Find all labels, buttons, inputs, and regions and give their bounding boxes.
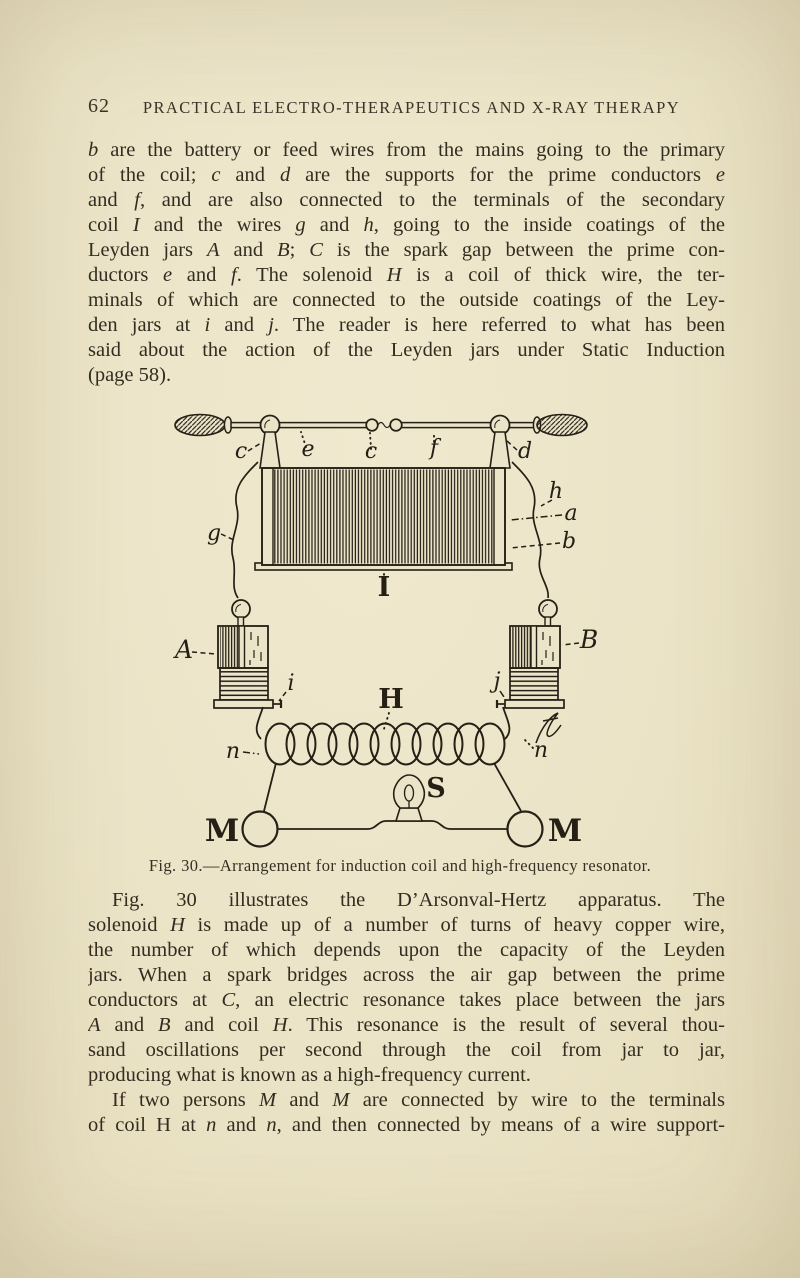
label-prime-conductor-left: e [301, 437, 314, 462]
label-person-M-left: M [205, 813, 239, 849]
label-terminal-j: j [489, 669, 501, 694]
label-wire-g: g [207, 521, 221, 546]
jar-B-ball [538, 599, 558, 619]
jar-A-coating [219, 667, 269, 701]
text-line: sand oscillations per second through the… [88, 1039, 725, 1061]
text-line: (page 58). [88, 364, 172, 386]
text-line: Fig. 30 illustrates the D’Arsonval-Hertz… [112, 889, 725, 911]
text-line: ductors e and f. The solenoid H is a coi… [88, 264, 725, 286]
label-spark-gap: c [365, 439, 377, 464]
text-line: A and B and coil H. This resonance is th… [88, 1014, 725, 1036]
text-line: b are the battery or feed wires from the… [88, 139, 725, 161]
leyden-jar-A [213, 599, 283, 709]
spark-squiggle [377, 421, 391, 429]
label-coil-end-n-left: n [226, 739, 240, 764]
paragraph-1: b are the battery or feed wires from the… [88, 138, 725, 388]
solenoid-H [255, 706, 511, 766]
rod-right [397, 421, 535, 429]
label-feed-wire-b: b [562, 529, 576, 554]
text-line: coil I and the wires g and h, going to t… [88, 214, 725, 236]
handle-right [536, 413, 588, 437]
coil-windings [274, 469, 493, 564]
label-jar-B: B [579, 625, 598, 654]
label-secondary-coil: I [378, 572, 391, 603]
page-number: 62 [88, 95, 110, 117]
label-wire-h: h [549, 479, 563, 504]
label-leaders [191, 431, 580, 755]
jar-A-ball [231, 599, 251, 619]
label-support-right: d [518, 439, 532, 464]
label-lamp-S: S [426, 773, 446, 804]
text-line: said about the action of the Leyden jars… [88, 339, 725, 361]
label-solenoid-H: H [378, 684, 404, 715]
support-post-left [259, 431, 281, 469]
text-line: jars. When a spark bridges across the ai… [88, 964, 725, 986]
label-jar-A: A [173, 635, 193, 664]
jar-B-coating [509, 667, 559, 701]
rod-left [230, 421, 371, 429]
lamp-base [394, 807, 424, 822]
text-line: den jars at i and j. The reader is here … [88, 314, 725, 336]
label-person-M-right: M [548, 813, 582, 849]
induction-coil [254, 467, 513, 571]
illustrator-monogram [535, 712, 562, 744]
person-circle-right [506, 810, 544, 848]
figure-labels: c e c f d g h a b I A B i j H n n M M S [173, 436, 598, 849]
text-line: minals of which are connected to the out… [88, 289, 725, 311]
jar-A-base [213, 699, 274, 709]
person-circle-left [241, 810, 279, 848]
page-header: 62 PRACTICAL ELECTRO-THERAPEUTICS AND X-… [88, 95, 725, 119]
jar-B-base [504, 699, 565, 709]
lamp-bulb [392, 774, 426, 809]
label-feed-wire-a: a [564, 501, 577, 526]
label-terminal-i: i [287, 671, 294, 696]
support-post-right [489, 431, 511, 469]
label-support-left: c [235, 439, 247, 464]
text-line: Leyden jars A and B; C is the spark gap … [88, 239, 725, 261]
text-line: of the coil; c and d are the supports fo… [88, 164, 725, 186]
label-prime-conductor-right: f [428, 436, 442, 461]
text-line: and f, and are also connected to the ter… [88, 189, 725, 211]
lamp [392, 774, 426, 822]
connecting-wire [278, 820, 507, 830]
label-coil-end-n-right: n [534, 738, 548, 763]
handle-left [174, 413, 226, 437]
wire-g [231, 461, 259, 599]
text-line: If two persons M and M are connected by … [112, 1089, 725, 1111]
figure-caption: Fig. 30.—Arrangement for induction coil … [148, 856, 652, 875]
resonator-circuit [241, 762, 544, 848]
wire-h [511, 461, 549, 599]
spark-gap [365, 418, 403, 432]
text-line: solenoid H is made up of a number of tur… [88, 914, 725, 936]
text-line: of coil H at n and n, and then connected… [88, 1114, 725, 1136]
text-line: conductors at C, an electric resonance t… [88, 989, 725, 1011]
paragraph-2-and-3: Fig. 30 illustrates the D’Arsonval-Hertz… [88, 888, 725, 1138]
prime-conductor-assembly [174, 413, 588, 469]
text-line: producing what is known as a high-freque… [88, 1064, 531, 1086]
figure-30-diagram: c e c f d g h a b I A B i j H n n M M S [173, 413, 598, 849]
running-title: PRACTICAL ELECTRO-THERAPEUTICS AND X-RAY… [142, 98, 681, 117]
text-line: the number of which depends upon the cap… [88, 939, 725, 961]
leyden-jar-B [495, 599, 565, 709]
